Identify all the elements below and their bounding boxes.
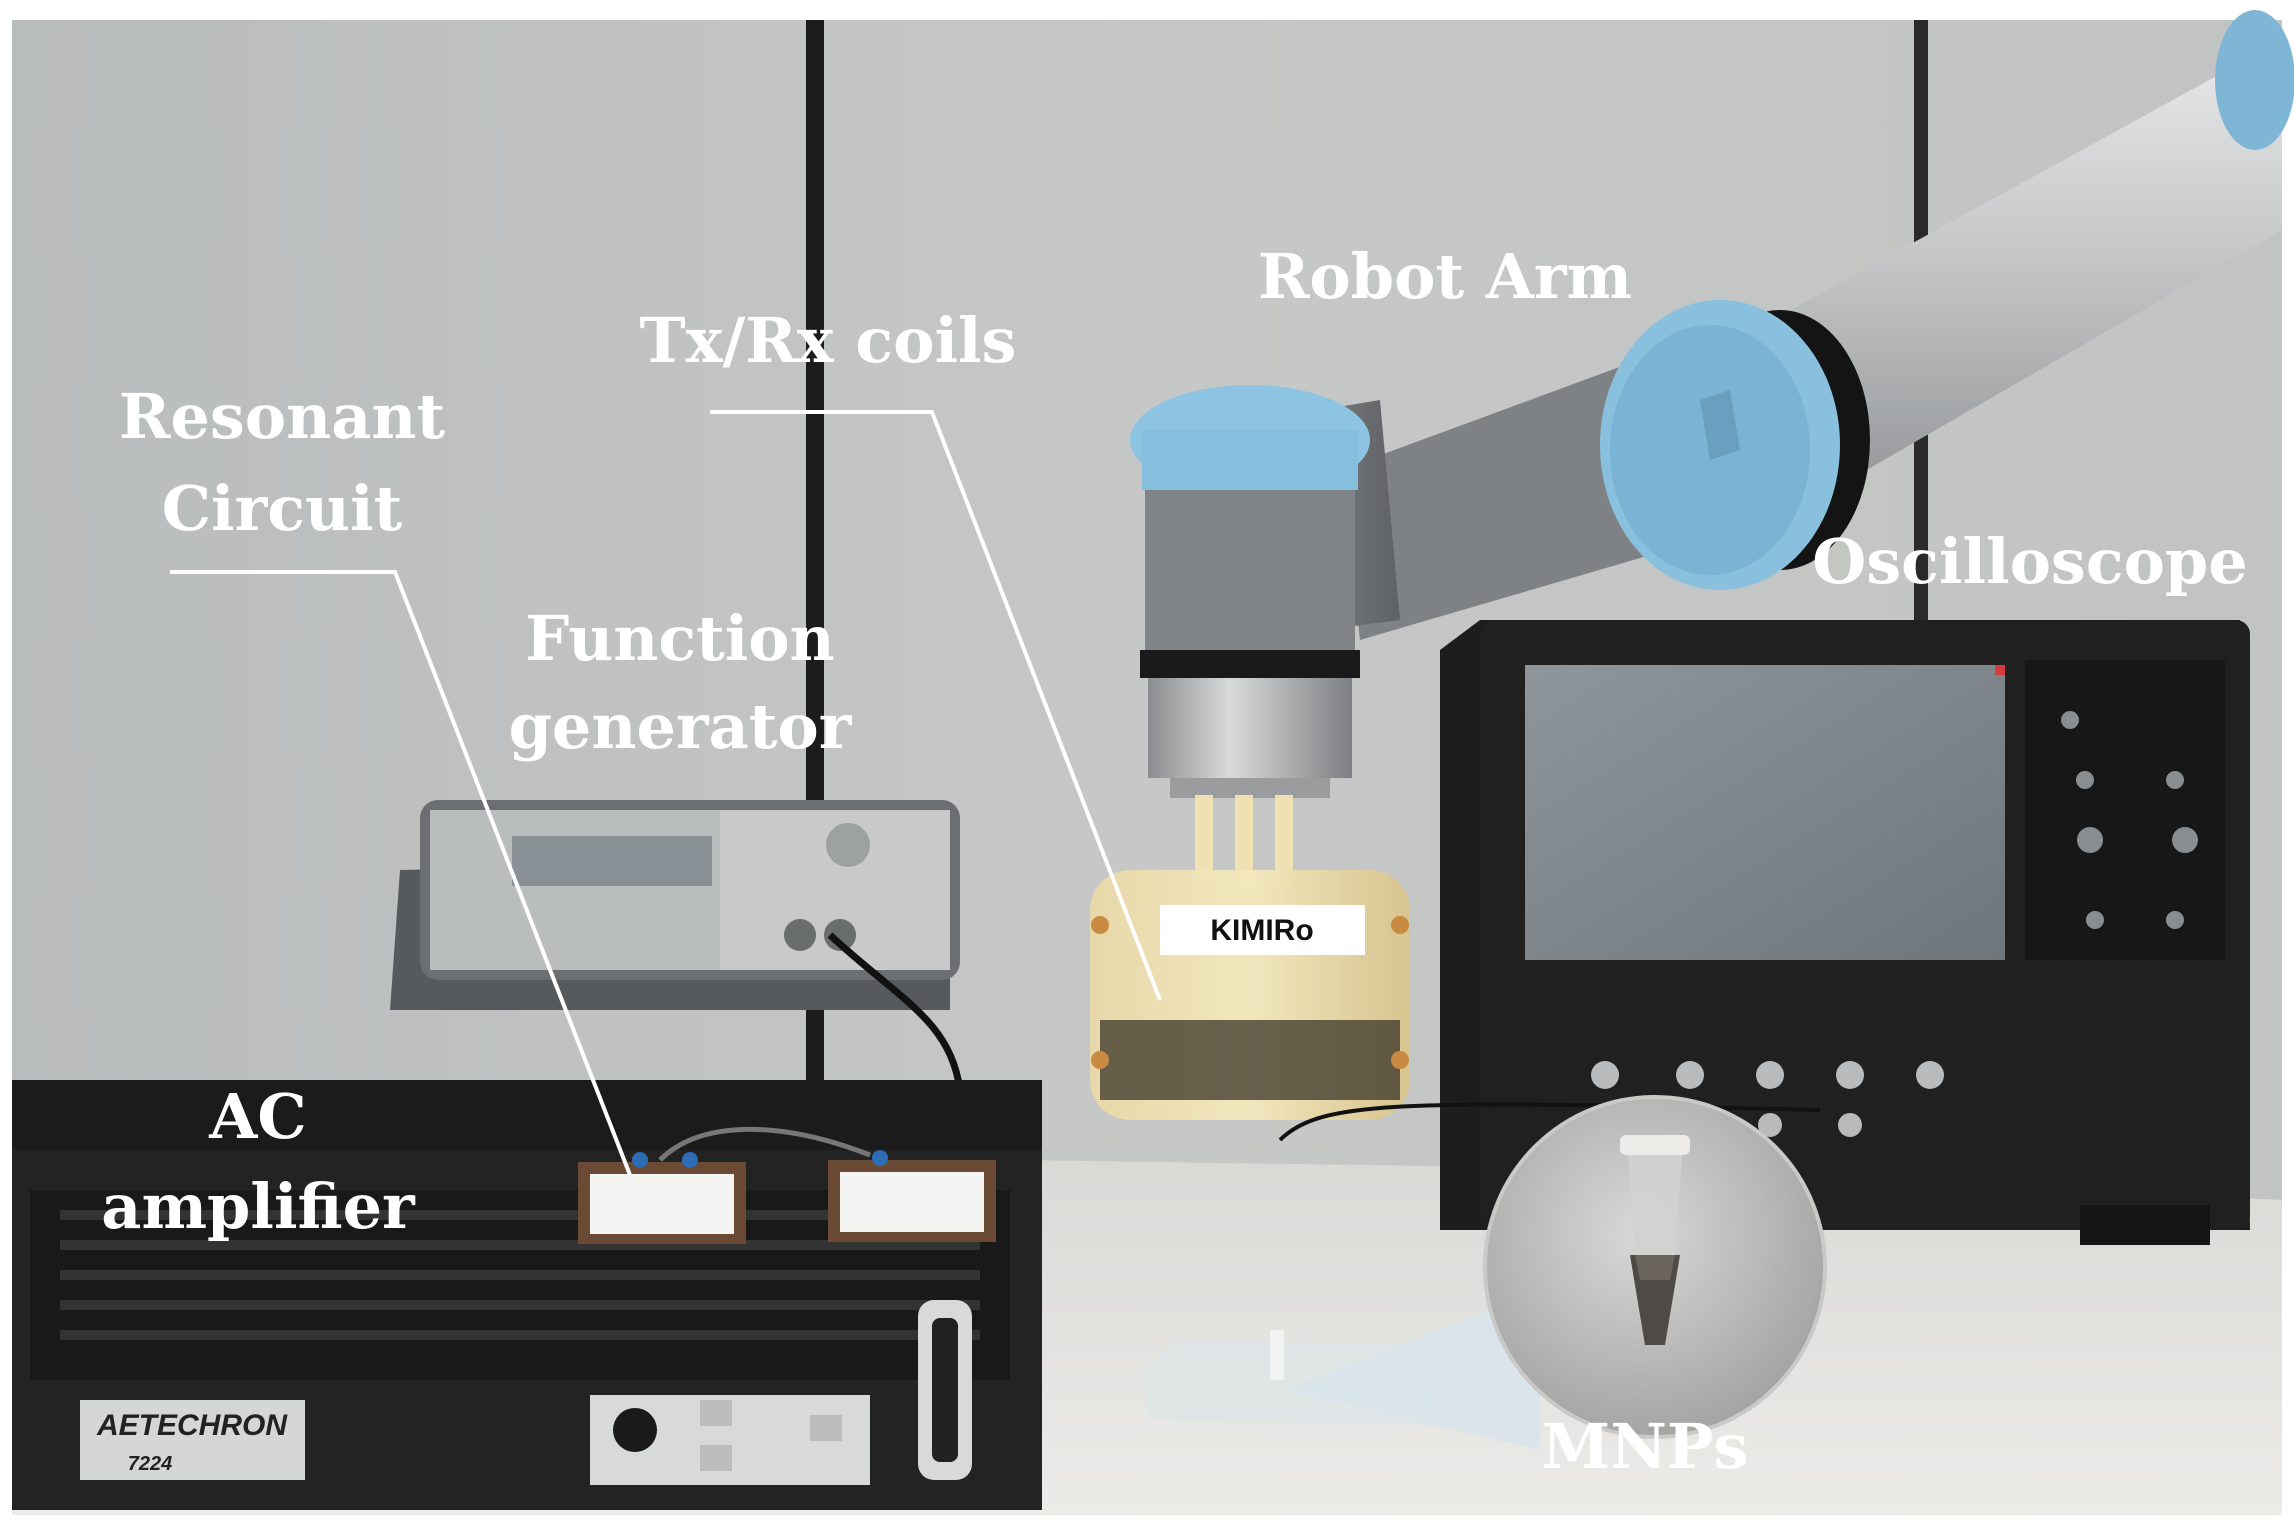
resonant-circuit-pointer xyxy=(170,570,632,1176)
coil-brand-label: KIMIRo xyxy=(1210,914,1313,947)
mnps-label: MNPs xyxy=(1542,1410,1749,1483)
robot-arm xyxy=(1130,10,2294,798)
mnps-sample xyxy=(1140,1095,1827,1450)
function-generator-label-line2: generator xyxy=(509,690,853,763)
ac-amplifier: AETECHRON 7224 xyxy=(12,1080,1042,1510)
txrx-coil-holder: KIMIRo xyxy=(1090,795,1410,1120)
amplifier-model-label: 7224 xyxy=(128,1453,173,1475)
oscilloscope xyxy=(1278,620,2250,1245)
function-generator xyxy=(390,800,964,1091)
txrx-coils-label: Tx/Rx coils xyxy=(640,304,1017,377)
resonant-circuit-label-line1: Resonant xyxy=(119,380,446,453)
oscilloscope-label: Oscilloscope xyxy=(1812,525,2247,598)
robot-arm-label: Robot Arm xyxy=(1258,240,1632,313)
resonant-circuit xyxy=(578,1126,996,1244)
ac-amplifier-label-line1: AC xyxy=(208,1080,306,1153)
function-generator-label-line1: Function xyxy=(525,602,834,675)
amplifier-brand-label: AETECHRON xyxy=(96,1409,288,1442)
txrx-coils-pointer xyxy=(710,410,1162,1001)
ac-amplifier-label-line2: amplifier xyxy=(101,1170,416,1243)
resonant-circuit-label-line2: Circuit xyxy=(162,472,403,545)
